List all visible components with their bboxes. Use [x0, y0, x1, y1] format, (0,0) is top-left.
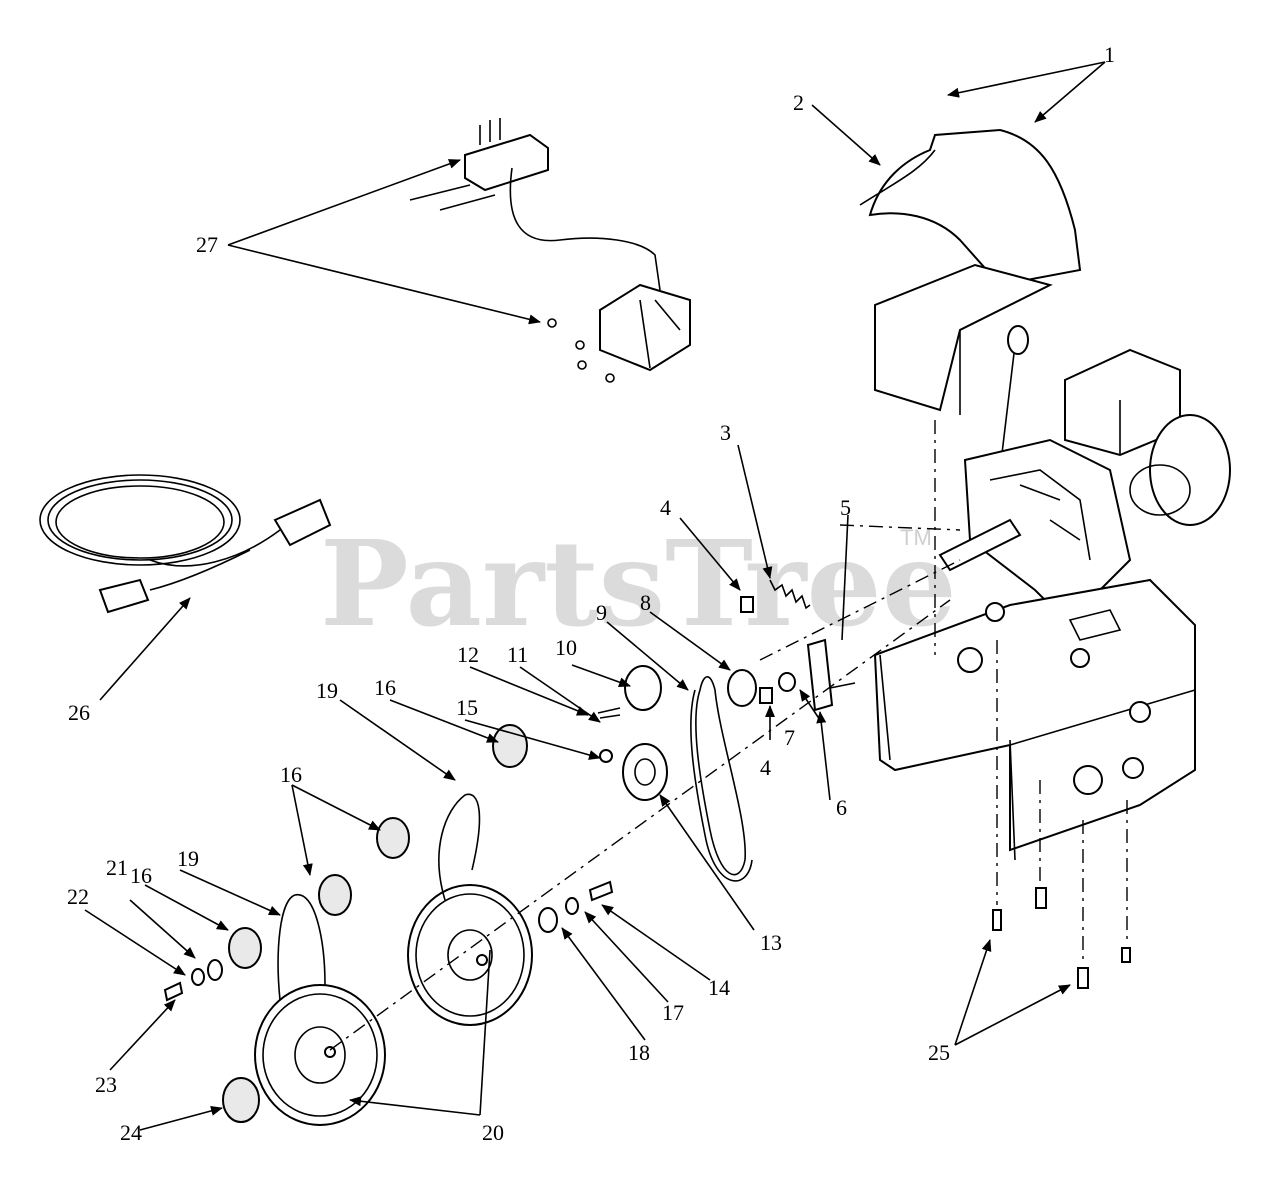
label-24: 24: [120, 1120, 142, 1145]
label-20: 20: [482, 1120, 504, 1145]
svg-text:PartsTree: PartsTree: [320, 514, 957, 653]
engine-icon: [859, 128, 1231, 607]
label-26: 26: [68, 700, 90, 725]
label-21: 21: [106, 855, 128, 880]
hardware-icon: [597, 579, 856, 801]
frame-icon: [873, 578, 1196, 861]
label-13: 13: [760, 930, 782, 955]
label-15: 15: [456, 695, 478, 720]
label-5: 5: [840, 495, 851, 520]
pulley-icon: [163, 676, 753, 1126]
label-2: 2: [793, 90, 804, 115]
label-16a: 16: [374, 675, 396, 700]
label-19a: 19: [316, 678, 338, 703]
label-17: 17: [662, 1000, 684, 1025]
label-12: 12: [457, 642, 479, 667]
watermark: PartsTree TM: [320, 514, 957, 653]
bolts-icon: [992, 640, 1131, 989]
extension-cord-icon: [39, 474, 332, 614]
label-16b: 16: [280, 762, 302, 787]
label-3: 3: [720, 420, 731, 445]
label-4b: 4: [760, 755, 771, 780]
label-1: 1: [1104, 42, 1115, 67]
label-19b: 19: [177, 846, 199, 871]
leader-lines: [84, 61, 1106, 1131]
label-9: 9: [596, 600, 607, 625]
label-10: 10: [555, 635, 577, 660]
label-23: 23: [95, 1072, 117, 1097]
label-6: 6: [836, 795, 847, 820]
label-18: 18: [628, 1040, 650, 1065]
label-7: 7: [784, 725, 795, 750]
label-25: 25: [928, 1040, 950, 1065]
label-27: 27: [196, 232, 218, 257]
centerlines: [329, 420, 961, 1051]
label-16c: 16: [130, 863, 152, 888]
part-labels: 1 2 3 4 5 8 9 10 11 12 15 16 19 16 19 16…: [67, 42, 1115, 1145]
label-4a: 4: [660, 495, 671, 520]
label-22: 22: [67, 884, 89, 909]
label-11: 11: [507, 642, 528, 667]
label-14: 14: [708, 975, 730, 1000]
svg-text:TM: TM: [900, 525, 932, 550]
label-8: 8: [640, 590, 651, 615]
electric-starter-icon: [409, 118, 691, 383]
